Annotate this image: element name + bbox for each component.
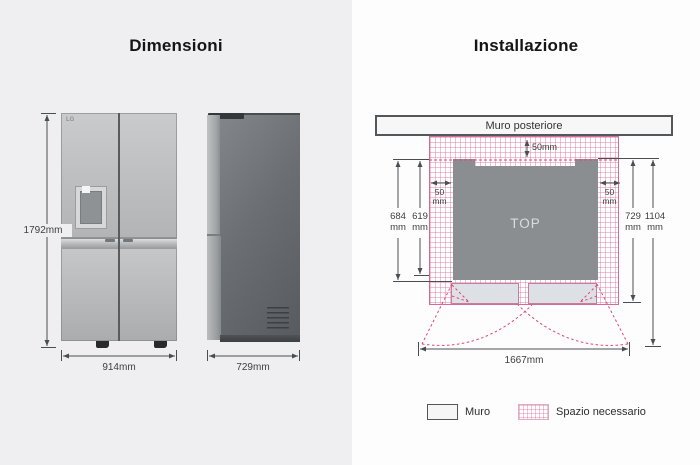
fridge-side-vents bbox=[267, 307, 289, 329]
top-view-label: TOP bbox=[510, 216, 541, 231]
fridge-foot-right bbox=[154, 341, 167, 348]
wall-legend-swatch bbox=[427, 404, 458, 420]
fridge-side-view bbox=[207, 113, 300, 345]
fridge-side-base bbox=[220, 335, 300, 342]
depth-729-label: 729 mm bbox=[625, 211, 641, 233]
fridge-foot-left bbox=[96, 341, 109, 348]
fridge-top-view: TOP bbox=[453, 166, 598, 280]
left-clearance-label: 50 mm bbox=[432, 187, 447, 206]
depth-684-label: 684 mm bbox=[390, 211, 406, 233]
fridge-top-left-corner bbox=[453, 159, 475, 167]
installation-title: Installazione bbox=[473, 36, 579, 55]
dimensions-title: Dimensioni bbox=[129, 36, 223, 55]
fridge-handle-left bbox=[105, 239, 115, 242]
fridge-top-right-corner bbox=[575, 159, 598, 167]
legend: Muro Spazio necessario bbox=[352, 398, 700, 428]
dimensions-panel: Dimensioni LG bbox=[0, 0, 352, 465]
water-dispenser-spout bbox=[82, 186, 90, 193]
fridge-handle-right bbox=[123, 239, 133, 242]
brand-logo: LG bbox=[66, 117, 75, 123]
fridge-side-upper-door-edge bbox=[207, 115, 220, 236]
fridge-front-view: LG bbox=[61, 113, 177, 348]
back-wall-label: Muro posteriore bbox=[485, 119, 563, 132]
fridge-side-hinge bbox=[208, 113, 244, 119]
required-space-legend-swatch bbox=[518, 404, 549, 420]
depth-dimension-label: 729mm bbox=[236, 362, 270, 373]
right-door-top-view bbox=[528, 283, 597, 304]
fridge-side-top-edge bbox=[209, 113, 300, 115]
water-dispenser bbox=[75, 186, 107, 229]
width-dimension-label: 914mm bbox=[102, 362, 136, 373]
fridge-front-door-gap bbox=[118, 113, 120, 341]
total-open-width-label: 1667mm bbox=[504, 355, 544, 366]
depth-619-label: 619 mm bbox=[412, 211, 428, 233]
back-wall-bar: Muro posteriore bbox=[375, 115, 673, 136]
installation-panel: Installazione Muro posteriore TOP bbox=[352, 0, 700, 465]
water-dispenser-recess bbox=[80, 191, 102, 224]
right-clearance-label: 50 mm bbox=[602, 187, 617, 206]
required-space-legend-label: Spazio necessario bbox=[556, 406, 646, 418]
fridge-side-body bbox=[220, 115, 300, 340]
fridge-side-lower-door-edge bbox=[207, 236, 221, 340]
left-door-top-view bbox=[451, 283, 519, 304]
wall-legend-label: Muro bbox=[465, 406, 491, 418]
height-dimension-label: 1792mm bbox=[14, 224, 72, 237]
back-clearance-label: 50mm bbox=[532, 142, 558, 152]
depth-1104-label: 1104 mm bbox=[644, 211, 666, 233]
